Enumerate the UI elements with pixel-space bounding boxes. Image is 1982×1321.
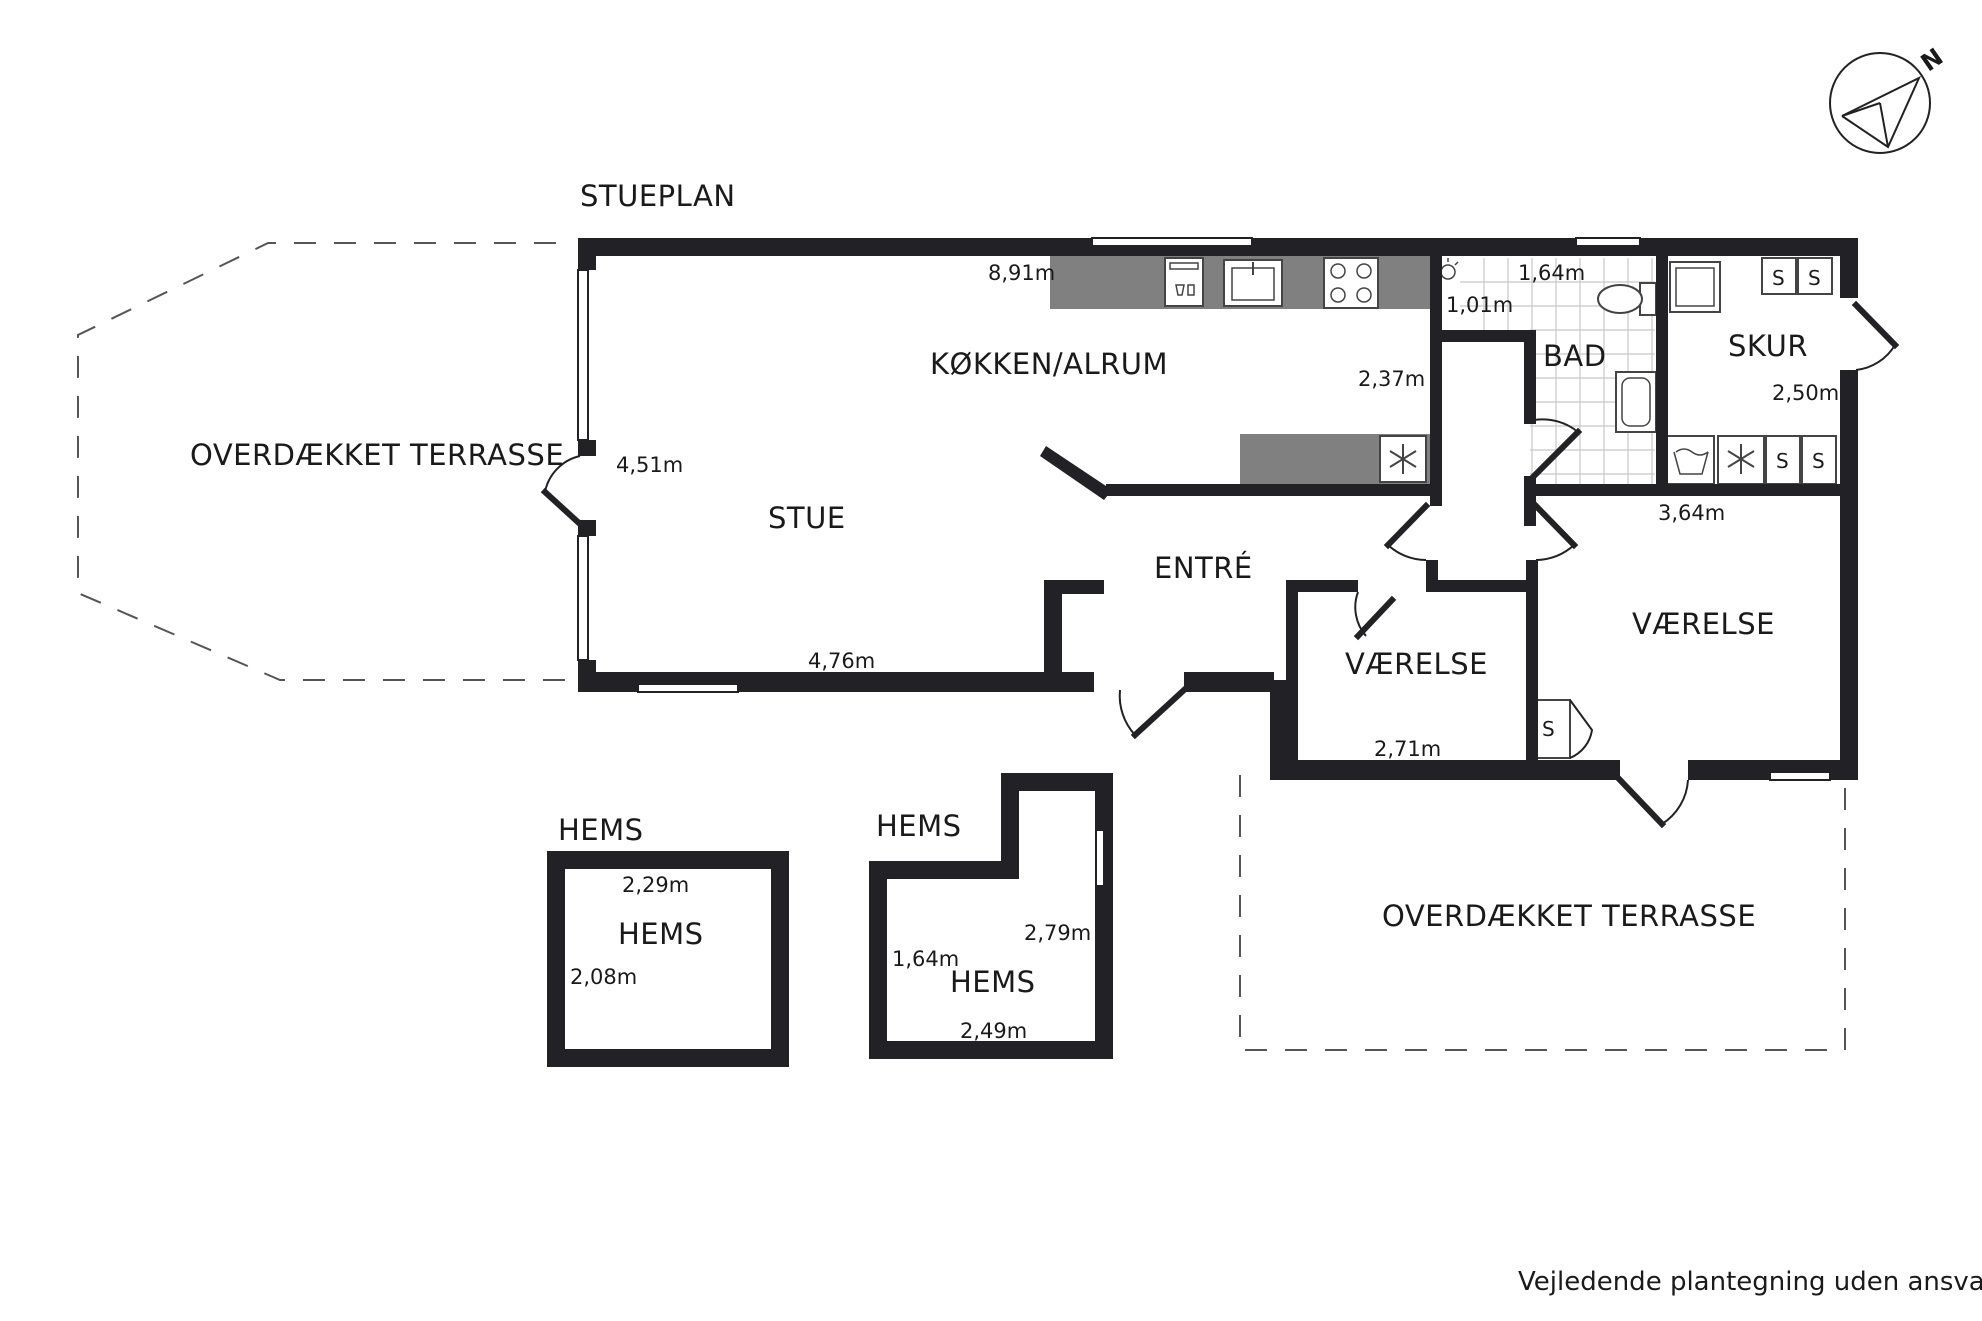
dim-loft-right-width: 2,49m <box>960 1019 1027 1043</box>
dishwasher-icon <box>1164 257 1204 307</box>
washing-machine-icon <box>1665 435 1715 485</box>
dim-loft-right-width-inner: 1,64m <box>892 947 959 971</box>
svg-text:S: S <box>1772 266 1785 290</box>
door-shed-outside[interactable] <box>1851 300 1900 371</box>
freezer-icon <box>1717 435 1765 485</box>
door-bedroom-large-south[interactable] <box>1615 775 1689 829</box>
loft-right-outline <box>869 773 1113 1059</box>
room-label-entry: ENTRÉ <box>1154 551 1253 585</box>
compass-north-label: N <box>1916 43 1949 77</box>
freezer-icon <box>1379 435 1427 483</box>
dim-living-length: 4,76m <box>808 649 875 673</box>
room-label-bedroom-small: VÆRELSE <box>1345 647 1488 681</box>
dim-living-depth: 4,51m <box>616 453 683 477</box>
window <box>577 269 589 441</box>
stove-icon <box>1323 257 1379 309</box>
storage-box: S <box>1797 257 1833 295</box>
dim-loft-left-depth: 2,08m <box>570 965 637 989</box>
svg-text:S: S <box>1542 717 1555 741</box>
room-label-kitchen: KØKKEN/ALRUM <box>930 347 1168 381</box>
room-label-terrace-south: OVERDÆKKET TERRASSE <box>1382 899 1756 933</box>
compass-icon: N <box>1829 43 1949 154</box>
door-hallway[interactable] <box>1383 501 1579 561</box>
storage-box: S <box>1801 435 1837 485</box>
loft-right-heading: HEMS <box>876 809 962 843</box>
room-label-bath: BAD <box>1543 339 1607 373</box>
dim-bedroom-small-width: 2,71m <box>1374 737 1441 761</box>
svg-text:S: S <box>1776 449 1789 473</box>
dim-loft-right-depth: 2,79m <box>1024 921 1091 945</box>
window <box>1769 771 1831 781</box>
disclaimer: Vejledende plantegning uden ansvar <box>1518 1267 1982 1297</box>
door-entry[interactable] <box>1118 685 1189 740</box>
dim-kitchen-length: 8,91m <box>988 261 1055 285</box>
window <box>637 683 739 693</box>
svg-text:S: S <box>1812 449 1825 473</box>
dim-bedroom-large-width: 3,64m <box>1658 501 1725 525</box>
room-label-bedroom-large: VÆRELSE <box>1632 607 1775 641</box>
room-label-shed: SKUR <box>1728 329 1808 363</box>
dim-bath-depth: 1,01m <box>1446 293 1513 317</box>
sink-icon <box>1223 259 1283 307</box>
window <box>1575 237 1641 247</box>
door-terrace-west[interactable] <box>540 455 585 529</box>
window <box>1095 829 1105 887</box>
door-bedroom-small[interactable] <box>1353 591 1397 641</box>
dim-kitchen-depth: 2,37m <box>1358 367 1425 391</box>
room-label-terrace-west: OVERDÆKKET TERRASSE <box>190 438 564 472</box>
storage-box: S <box>1761 257 1797 295</box>
door-wardrobe[interactable] <box>1569 699 1594 759</box>
storage-box: S <box>1765 435 1801 485</box>
window <box>1091 237 1253 247</box>
dim-shed-depth: 2,50m <box>1772 381 1839 405</box>
door-bath[interactable] <box>1529 418 1583 481</box>
toilet-icon <box>1597 282 1657 316</box>
window <box>577 535 589 661</box>
terrace-west-outline <box>77 242 570 681</box>
plan-title: STUEPLAN <box>580 179 736 213</box>
terrace-south-outline <box>1239 775 1846 1051</box>
svg-text:S: S <box>1808 266 1821 290</box>
loft-left-heading: HEMS <box>558 813 644 847</box>
washbasin-icon <box>1615 371 1657 433</box>
washbasin-icon <box>1669 261 1721 313</box>
dim-bath-width: 1,64m <box>1518 261 1585 285</box>
dim-loft-left-width: 2,29m <box>622 873 689 897</box>
room-label-living: STUE <box>768 501 846 535</box>
loft-left-room: HEMS <box>618 917 704 951</box>
loft-right-room: HEMS <box>950 965 1036 999</box>
loft-left-outline <box>547 851 789 1067</box>
